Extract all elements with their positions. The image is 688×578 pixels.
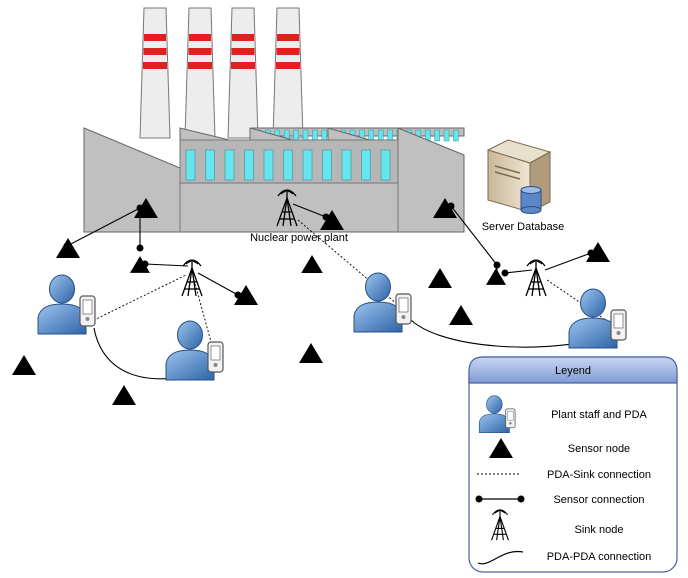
- plant-window: [443, 129, 450, 142]
- sink-node-icon: [525, 259, 547, 297]
- legend-item-label: Sink node: [575, 524, 624, 536]
- back-roof: [251, 127, 465, 137]
- smokestack-4: [272, 7, 304, 139]
- plant-window: [302, 129, 309, 142]
- smokestack-2: [184, 7, 216, 139]
- plant-window: [361, 149, 371, 181]
- pda-sink-connections: [89, 219, 614, 361]
- plant-window: [312, 129, 318, 142]
- legend-item-label: Sensor connection: [553, 494, 644, 506]
- plant-window: [453, 129, 459, 142]
- sensor-node-icon: [299, 343, 323, 363]
- plant-window: [368, 129, 375, 142]
- plant-window: [263, 149, 274, 181]
- plant-window: [224, 149, 235, 181]
- plant-window: [321, 129, 328, 142]
- legend-item-label: PDA-Sink connection: [547, 469, 651, 481]
- plant-window: [434, 129, 440, 142]
- legend: Leyend Plant staff and PDA Sensor node P…: [468, 356, 678, 573]
- legend-item-label: PDA-PDA connection: [547, 551, 652, 563]
- legend-item-label: Plant staff and PDA: [551, 409, 647, 421]
- legend-title: Leyend: [555, 365, 591, 377]
- smokestack-3: [227, 7, 259, 139]
- nuclear-plant: Nuclear power plant: [83, 7, 465, 244]
- plant-window: [322, 149, 332, 181]
- plant-window: [205, 149, 215, 181]
- sensor-node-icon: [301, 255, 323, 273]
- front-windows: [185, 149, 391, 181]
- legend-item-label: Sensor node: [568, 443, 630, 455]
- plant-window: [293, 129, 299, 142]
- plant-window: [283, 149, 293, 181]
- plant-window: [244, 149, 254, 181]
- plant-staff-pda-icon: [165, 320, 224, 381]
- plant-label: Nuclear power plant: [250, 232, 348, 244]
- plant-window: [380, 149, 391, 181]
- plant-staff-pda-icon: [37, 274, 96, 335]
- sensor-connections: [66, 203, 592, 296]
- sensor-node-icon: [428, 268, 452, 288]
- smokestack-1: [139, 7, 171, 139]
- plant-window: [387, 129, 393, 142]
- sensor-connection-icon: [475, 495, 525, 503]
- sensor-node-icon: [12, 355, 36, 375]
- plant-window: [377, 129, 384, 142]
- plant-staff-pda-icon: [568, 288, 627, 349]
- sensor-node-icon: [449, 305, 473, 325]
- plant-window: [302, 149, 313, 181]
- plant-window: [341, 149, 352, 181]
- plant-staff-pda-icon: [353, 272, 412, 333]
- database-cylinder-icon: [520, 186, 542, 214]
- plant-window: [185, 149, 196, 181]
- curve-line-icon: [477, 550, 524, 565]
- server-database: Server Database: [482, 139, 565, 233]
- legend-header: [468, 356, 678, 384]
- server-label: Server Database: [482, 221, 565, 233]
- sensor-node-icon: [112, 385, 136, 405]
